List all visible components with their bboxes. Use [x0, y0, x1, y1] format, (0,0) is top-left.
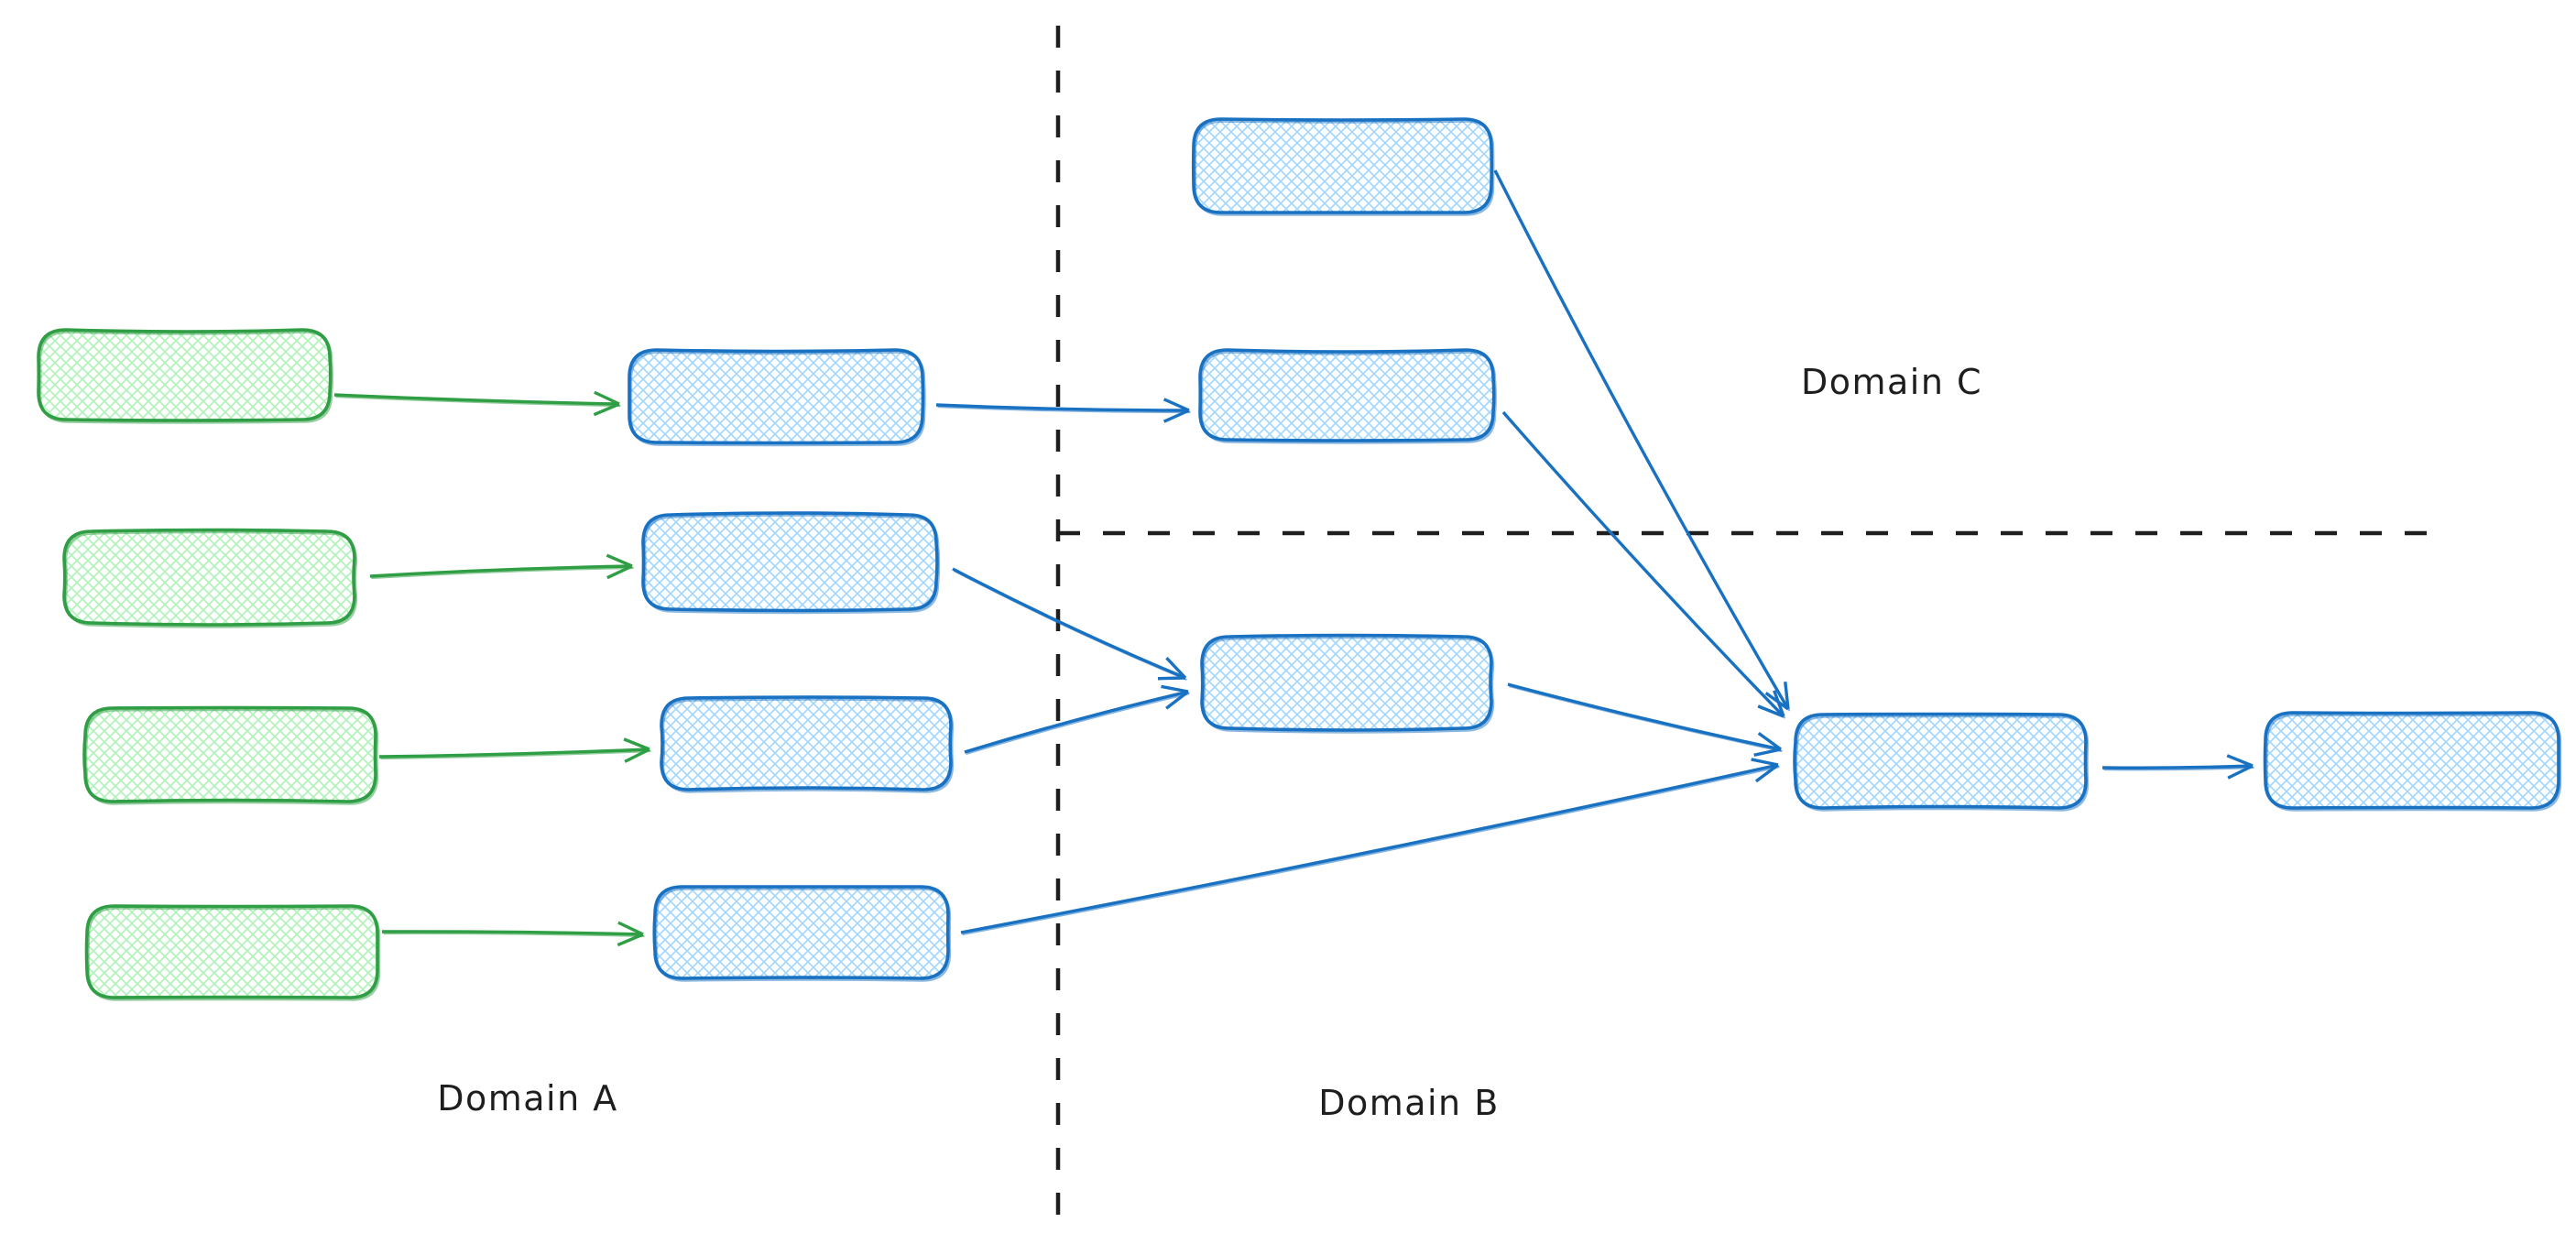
node-stage-a1: [628, 348, 926, 447]
edge-source-2-to-stage-a2: [369, 553, 634, 580]
node-source-2: [62, 528, 358, 628]
edge-stage-a1-to-stage-b-mid: [935, 398, 1191, 423]
arrowhead-hub-to-output: [2227, 764, 2254, 780]
node-stage-b-mid: [1198, 348, 1497, 444]
edge-stage-a3-to-stage-b-low: [964, 684, 1190, 756]
arrowhead-stage-a3-to-stage-b-low: [1165, 690, 1190, 710]
label-domain-c: Domain C: [1801, 362, 1982, 402]
edge-hub-to-output: [2101, 754, 2254, 780]
arrowhead-stage-b-low-to-hub: [1757, 732, 1782, 751]
arrowhead-stage-b-mid-to-hub: [1757, 704, 1785, 718]
arrowhead-stage-a4-to-hub: [1754, 763, 1780, 783]
arrowhead-stage-b-mid-to-hub: [1773, 690, 1785, 717]
arrowhead-stage-a3-to-stage-b-low: [1161, 684, 1189, 693]
arrowhead-source-2-to-stage-a2: [606, 553, 633, 568]
arrowhead-stage-a1-to-stage-b-mid: [1162, 398, 1190, 412]
label-domain-a: Domain A: [437, 1078, 618, 1119]
node-hub: [1793, 712, 2090, 812]
edge-stage-a4-to-hub: [960, 758, 1780, 936]
arrowhead-source-3-to-stage-a3: [624, 748, 650, 763]
node-stage-b-top: [1191, 117, 1495, 216]
arrowhead-source-2-to-stage-a2: [606, 564, 633, 580]
edge-source-4-to-stage-a4: [381, 921, 645, 947]
label-domain-b: Domain B: [1318, 1083, 1500, 1123]
node-source-4: [84, 904, 381, 1001]
node-stage-b-low: [1200, 633, 1495, 734]
edge-stage-a2-to-stage-b-low: [952, 567, 1187, 682]
node-output: [2263, 711, 2562, 812]
node-stage-a3: [660, 695, 955, 793]
edge-stage-b-mid-to-hub: [1501, 410, 1786, 719]
arrowhead-source-3-to-stage-a3: [623, 737, 650, 751]
arrowhead-stage-b-low-to-hub: [1753, 748, 1782, 757]
node-stage-a2: [641, 511, 941, 615]
edge-stage-b-low-to-hub: [1507, 682, 1783, 757]
arrowhead-source-4-to-stage-a4: [617, 921, 644, 936]
edge-source-1-to-stage-a1: [333, 390, 621, 417]
node-source-1: [37, 328, 333, 424]
arrowhead-source-1-to-stage-a1: [594, 390, 620, 406]
node-stage-a4: [652, 885, 952, 982]
arrowhead-hub-to-output: [2226, 754, 2254, 768]
arrowhead-stage-a2-to-stage-b-low: [1165, 656, 1187, 680]
edge-stage-b-top-to-hub: [1493, 169, 1791, 712]
arrowhead-stage-a4-to-hub: [1751, 758, 1779, 767]
arrowhead-source-4-to-stage-a4: [617, 933, 644, 947]
arrowhead-stage-a1-to-stage-b-mid: [1162, 409, 1190, 423]
arrowhead-source-1-to-stage-a1: [593, 402, 620, 417]
arrowhead-stage-a2-to-stage-b-low: [1157, 676, 1186, 681]
arrowhead-stage-b-top-to-hub: [1784, 681, 1790, 710]
edge-source-3-to-stage-a3: [378, 737, 651, 763]
node-source-3: [82, 705, 379, 805]
